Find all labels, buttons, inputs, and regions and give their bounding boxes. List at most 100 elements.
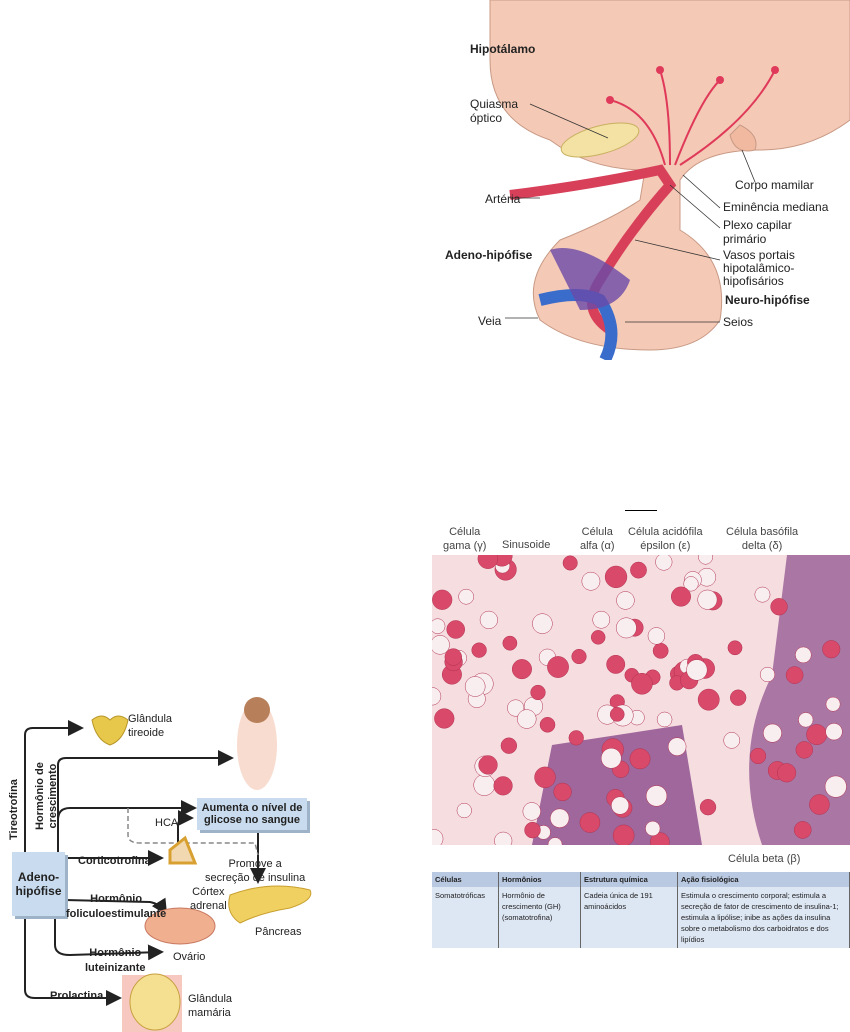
box-aumenta-glicose: Aumenta o nível de glicose no sangue: [197, 798, 307, 830]
histology-cell: [507, 699, 525, 717]
histology-cell: [645, 785, 668, 807]
histology-illustration: [432, 555, 850, 845]
histology-cell: [763, 723, 782, 743]
label-eminencia-mediana: Eminência mediana: [723, 200, 829, 214]
histology-cell: [698, 555, 713, 565]
histology-cell: [824, 775, 847, 798]
label-celula-epsilon: Célula acidófila épsilon (ε): [628, 526, 703, 552]
label-tireotrofina: Tireotrofina: [8, 779, 20, 840]
label-celula-gama: Célula gama (γ): [443, 526, 487, 552]
histology-cell: [616, 591, 635, 610]
histology-cell: [477, 555, 499, 569]
label-hormonio-crescimento: Hormônio de crescimento: [34, 762, 59, 830]
histology-cell: [825, 696, 841, 712]
histology-cell: [432, 635, 450, 655]
table-header: Células: [432, 872, 499, 887]
label-hca: HCA: [155, 817, 179, 829]
table-header: Estrutura química: [580, 872, 678, 887]
histology-cell: [547, 656, 569, 678]
hormone-table: Células Hormônios Estrutura química Ação…: [432, 872, 850, 948]
label-promove-insulina: Promove a secreção de insulina: [205, 858, 306, 884]
histology-cell: [444, 648, 462, 666]
histology-cell: [432, 589, 453, 610]
histology-cell: [539, 716, 556, 733]
histology-cell: [770, 598, 788, 616]
histology-cell: [464, 676, 486, 697]
histology-cell: [592, 610, 611, 629]
table-cell: Cadeia única de 191 aminoácidos: [580, 887, 678, 948]
histology-cell: [759, 666, 776, 683]
histology-cell: [631, 672, 653, 695]
histology-cell: [532, 613, 553, 634]
histology-cell: [550, 808, 570, 828]
histology-cell: [530, 684, 546, 701]
histology-cell: [798, 712, 814, 728]
histology-cell: [494, 831, 513, 845]
label-sinusoide: Sinusoide: [502, 539, 551, 551]
hormone-flow-arrows: [24, 697, 312, 1032]
histology-cell: [446, 620, 465, 639]
label-ovario: Ovário: [173, 951, 206, 963]
histology-cell: [630, 561, 647, 579]
histology-cell: [697, 589, 718, 610]
label-corpo-mamilar: Corpo mamilar: [735, 178, 814, 192]
histology-cell: [806, 724, 828, 745]
histology-cell: [655, 555, 673, 571]
table-cell: Estimula o crescimento corporal; estimul…: [677, 887, 850, 948]
label-veia: Veia: [478, 314, 502, 328]
histology-cell: [458, 588, 474, 605]
histology-cell: [809, 794, 830, 815]
histology-cell: [434, 708, 455, 729]
histology-cell: [656, 711, 673, 728]
label-celula-alfa: Célula alfa (α): [580, 526, 615, 552]
histology-cell: [432, 829, 444, 845]
histology-cell: [534, 766, 556, 789]
histology-cell: [517, 709, 537, 729]
table-header: Ação fisiológica: [677, 872, 850, 887]
label-quiasma-optico: Quiasma óptico: [470, 97, 519, 125]
label-hipotalamo: Hipotálamo: [470, 42, 536, 56]
label-vasos-portais: Vasos portais hipotalâmico- hipofisários: [723, 248, 795, 288]
histology-cell: [524, 821, 541, 839]
label-seios: Seios: [723, 315, 754, 329]
histology-cell: [615, 617, 637, 639]
histology-cell: [652, 642, 669, 659]
histology-cell: [553, 782, 572, 801]
histology-cell: [604, 565, 628, 589]
histology-cell: [822, 640, 841, 659]
divider-line: [625, 510, 657, 511]
histology-cell: [699, 799, 717, 816]
histology-cell: [478, 755, 498, 775]
label-glandula-tireoide: Glândula tireoide: [128, 713, 173, 739]
label-prolactina: Prolactina: [50, 990, 104, 1002]
histology-cell: [606, 654, 626, 674]
histology-cell: [647, 627, 666, 645]
label-corticotrofina: Corticotrofina: [78, 855, 151, 867]
histology-cell: [723, 732, 741, 749]
histology-cell: [754, 586, 771, 603]
label-fsh: Hormônio foliculoestimulante: [66, 893, 167, 920]
table-cell: Hormônio de crescimento (GH) (somatotrof…: [498, 887, 581, 948]
label-lh: Hormônio luteinizante: [85, 947, 146, 974]
histology-cell: [456, 802, 472, 819]
histology-cell: [609, 707, 625, 722]
histology-cell: [629, 748, 651, 770]
hypothalamus-pituitary-illustration: [489, 0, 850, 360]
histology-cell: [432, 687, 442, 706]
histology-cell: [571, 648, 587, 665]
label-cortex-adrenal: Córtex adrenal: [190, 886, 227, 912]
label-plexo-capilar: Plexo capilar primário: [723, 218, 792, 246]
box-adeno-hipofise: Adeno- hipófise: [12, 852, 65, 916]
histology-cell: [727, 640, 743, 656]
histology-cell: [670, 586, 691, 607]
table-header: Hormônios: [498, 872, 581, 887]
histology-cell: [825, 723, 843, 741]
histology-cell: [500, 737, 518, 754]
histology-cell: [522, 802, 541, 821]
histology-cell: [502, 635, 518, 651]
histology-cell: [611, 796, 630, 815]
histology-cell: [729, 689, 747, 706]
label-neuro-hipofise: Neuro-hipófise: [725, 293, 810, 307]
label-celula-delta: Célula basófila delta (δ): [726, 526, 799, 552]
histology-cell: [777, 763, 797, 783]
